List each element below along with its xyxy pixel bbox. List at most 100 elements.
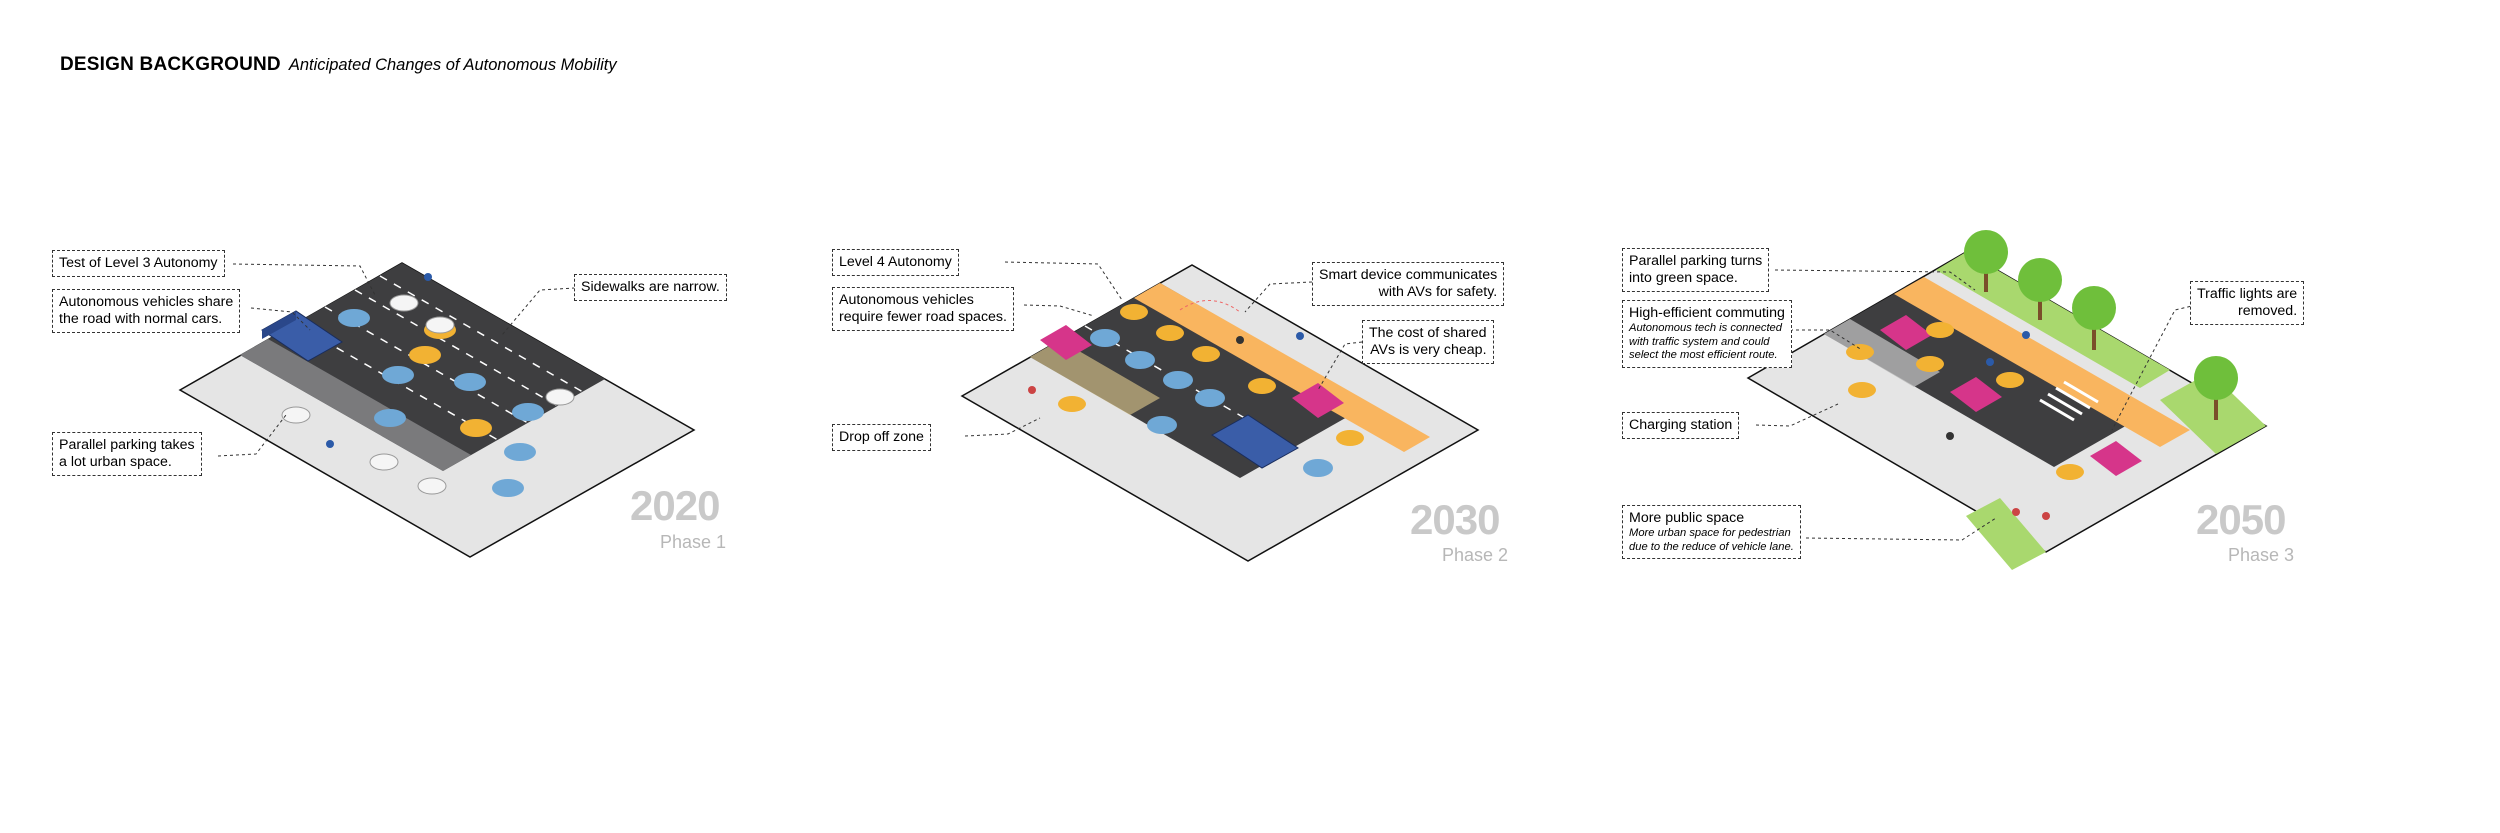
charging-pit-2050 bbox=[1824, 319, 1940, 387]
pedestrian bbox=[424, 273, 432, 281]
vehicles-2050 bbox=[1846, 315, 2142, 520]
green-space-top-2050 bbox=[1936, 252, 2170, 388]
pedestrian bbox=[326, 440, 334, 448]
vehicles-2020 bbox=[261, 273, 575, 497]
av-car bbox=[454, 373, 486, 391]
tree-icon bbox=[1964, 230, 2008, 274]
crosswalk-2050 bbox=[2039, 380, 2099, 422]
leader-lines-2020 bbox=[217, 263, 576, 457]
shared-av-van bbox=[2090, 441, 2142, 476]
av-car bbox=[504, 443, 536, 461]
av-car bbox=[382, 366, 414, 384]
tree-icon bbox=[2072, 286, 2116, 330]
parked-car bbox=[545, 388, 575, 406]
av-car bbox=[1090, 329, 1120, 347]
year-2050: 2050 bbox=[2196, 496, 2286, 543]
pedestrian bbox=[2042, 512, 2050, 520]
parked-car bbox=[425, 316, 455, 334]
signal-arc bbox=[1179, 300, 1241, 313]
pedestrian bbox=[1946, 432, 1954, 440]
av-car bbox=[1336, 430, 1364, 446]
pedestrian bbox=[1296, 332, 1304, 340]
year-2020: 2020 bbox=[630, 482, 720, 529]
street-block-2050 bbox=[1746, 251, 2268, 570]
pedestrian bbox=[1028, 386, 1036, 394]
pedestrian bbox=[2012, 508, 2020, 516]
parked-car bbox=[417, 477, 447, 495]
av-car bbox=[338, 309, 370, 327]
parked-car bbox=[389, 294, 419, 312]
av-car bbox=[1192, 346, 1220, 362]
av-car bbox=[1120, 304, 1148, 320]
callout-level4-autonomy: Level 4 Autonomy bbox=[832, 249, 959, 276]
av-car bbox=[1058, 396, 1086, 412]
parked-car bbox=[281, 406, 311, 424]
av-car bbox=[1163, 371, 1193, 389]
av-car bbox=[1303, 459, 1333, 477]
av-car bbox=[1996, 372, 2024, 388]
drop-off-pit-2030 bbox=[1030, 340, 1160, 415]
av-car bbox=[1147, 416, 1177, 434]
vehicles-2030 bbox=[1028, 300, 1364, 477]
shared-av-van bbox=[1292, 383, 1344, 418]
bus bbox=[1211, 414, 1299, 469]
av-car bbox=[1248, 378, 1276, 394]
av-car bbox=[2056, 464, 2084, 480]
av-car bbox=[1195, 389, 1225, 407]
green-space-corner-2050 bbox=[2160, 372, 2266, 454]
green-space-bottom-2050 bbox=[1966, 498, 2046, 570]
parking-strip-2020 bbox=[240, 339, 471, 471]
tree-icon bbox=[2194, 356, 2238, 400]
tree-icon bbox=[2018, 258, 2062, 302]
phase-label-1: Phase 1 bbox=[660, 532, 727, 552]
av-car bbox=[1846, 344, 1874, 360]
year-2030: 2030 bbox=[1410, 496, 1500, 543]
av-car bbox=[1916, 356, 1944, 372]
parked-car bbox=[369, 453, 399, 471]
shared-av-van bbox=[1880, 315, 1932, 350]
orange-lane-2050 bbox=[1894, 277, 2190, 447]
leader-lines-2050 bbox=[1755, 269, 2197, 541]
page-subtitle: Anticipated Changes of Autonomous Mobili… bbox=[288, 56, 617, 74]
callout-narrow-sidewalks: Sidewalks are narrow. bbox=[574, 274, 727, 301]
orange-lane-2030 bbox=[1134, 283, 1430, 452]
shared-av-van bbox=[1950, 377, 2002, 412]
page-title: DESIGN BACKGROUND bbox=[60, 54, 281, 75]
leader-lines-2030 bbox=[964, 261, 1363, 437]
callout-drop-off-zone: Drop off zone bbox=[832, 424, 931, 451]
av-car bbox=[460, 419, 492, 437]
callout-level3-autonomy: Test of Level 3 Autonomy bbox=[52, 250, 225, 277]
av-car bbox=[374, 409, 406, 427]
av-car bbox=[492, 479, 524, 497]
header: DESIGN BACKGROUND Anticipated Changes of … bbox=[60, 54, 617, 76]
pedestrian bbox=[1986, 358, 1994, 366]
av-car bbox=[1926, 322, 1954, 338]
av-car bbox=[1125, 351, 1155, 369]
callout-charging-station: Charging station bbox=[1622, 412, 1740, 439]
cyclist bbox=[1236, 336, 1244, 344]
pedestrian bbox=[2022, 331, 2030, 339]
phase-label-2: Phase 2 bbox=[1442, 545, 1509, 565]
trees-2050 bbox=[1964, 230, 2238, 420]
av-car bbox=[1156, 325, 1184, 341]
phase-label-3: Phase 3 bbox=[2228, 545, 2295, 565]
shared-av-van bbox=[1040, 325, 1092, 360]
av-car bbox=[512, 403, 544, 421]
av-car bbox=[1848, 382, 1876, 398]
road-2020 bbox=[240, 263, 605, 471]
